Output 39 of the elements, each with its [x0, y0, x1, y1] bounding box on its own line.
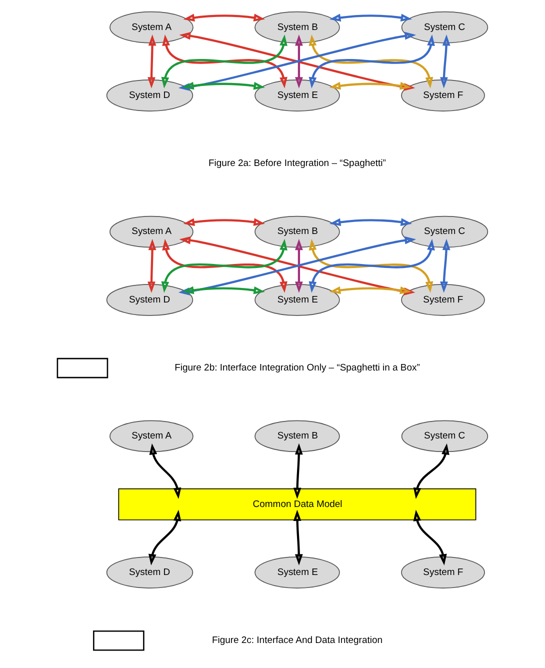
node-ellipse: System D: [106, 556, 194, 588]
arrow: [148, 510, 182, 566]
arrow: [183, 14, 265, 22]
arrow: [293, 510, 303, 566]
node-ellipse: System F: [401, 80, 485, 112]
node-box: [56, 358, 108, 378]
arrow: [148, 238, 156, 293]
arrow: [413, 510, 447, 566]
node-ellipse: System A: [110, 11, 194, 44]
arrow: [440, 34, 450, 88]
arrow: [329, 14, 412, 22]
node-ellipse: System A: [110, 216, 194, 248]
node-ellipse: System B: [254, 216, 340, 248]
label: Figure 2a: Before Integration – “Spaghetti”: [208, 158, 386, 170]
arrow: [329, 82, 412, 90]
node-ellipse: System B: [254, 11, 340, 44]
node-ellipse: System A: [110, 420, 194, 452]
arrow: [440, 238, 450, 293]
arrow: [149, 443, 182, 499]
node-box: [93, 630, 144, 651]
node-ellipse: System C: [401, 420, 488, 452]
arrow: [295, 34, 303, 88]
arrow: [413, 443, 450, 499]
node-ellipse: System E: [254, 556, 340, 588]
label: Figure 2c: Interface And Data Integration: [212, 635, 383, 646]
node-ellipse: System F: [401, 284, 485, 316]
node-ellipse: System F: [401, 556, 485, 588]
label: Figure 2b: Interface Integration Only – “Spaghetti in a Box”: [174, 362, 420, 374]
node-ellipse: System B: [254, 420, 340, 452]
arrow: [293, 443, 303, 499]
arrow: [295, 238, 303, 293]
arrow: [329, 218, 412, 226]
arrow: [182, 286, 265, 294]
node-ellipse: System E: [254, 284, 340, 316]
arrow: [182, 82, 265, 90]
arrow: [329, 286, 412, 294]
arrow: [183, 218, 265, 226]
arrow: [148, 34, 156, 88]
node-ellipse: System E: [254, 80, 340, 112]
